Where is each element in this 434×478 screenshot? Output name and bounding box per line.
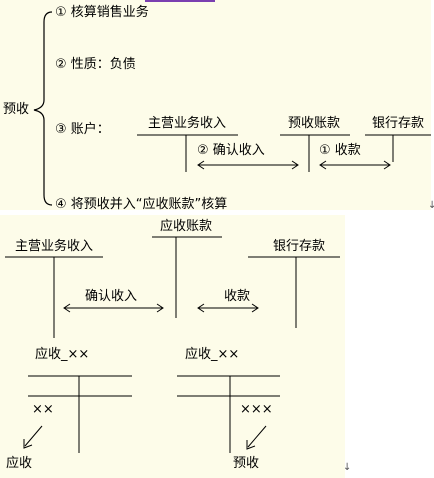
flow-collect: ① 收款	[319, 143, 361, 158]
item-1: ① 核算销售业务	[55, 5, 149, 20]
example-lines	[5, 236, 340, 453]
paragraph-mark: ↓	[428, 200, 434, 211]
result-advance: 预收	[233, 456, 260, 471]
item-2: ② 性质：负债	[55, 57, 136, 72]
sub-account-right-label: 应收_××	[185, 347, 240, 362]
entry-right: ×××	[240, 402, 273, 417]
sub-account-left-label: 应收_××	[35, 347, 90, 362]
flow-collect: 收款	[224, 289, 251, 304]
entry-left: ××	[32, 402, 54, 417]
example-panel: 主营业务收入 应收账款 银行存款 确认收入 收款 应收_×× 应收_×× ×× …	[0, 215, 345, 478]
result-receivable: 应收	[6, 456, 33, 471]
flow-recognize-revenue: 确认收入	[85, 289, 138, 304]
summary-panel: 预收 ① 核算销售业务 ② 性质：负债 ③ 账户： ④ 将预收并入“应收账款”核…	[0, 0, 431, 212]
paragraph-mark-bottom: ↓	[343, 462, 352, 473]
account-bank-deposit: 银行存款	[273, 239, 326, 254]
summary-lines	[33, 11, 431, 206]
brace	[33, 11, 53, 206]
item-3: ③ 账户：	[55, 122, 110, 137]
account-main-revenue: 主营业务收入	[148, 116, 227, 131]
arrow-to-receivable	[24, 425, 43, 447]
flow-recognize-revenue: ② 确认收入	[197, 143, 265, 158]
root-label: 预收	[3, 102, 30, 117]
item-4: ④ 将预收并入“应收账款”核算	[55, 197, 228, 212]
selection-highlight-line	[145, 0, 215, 2]
account-receivable: 应收账款	[160, 219, 213, 234]
account-main-revenue: 主营业务收入	[15, 239, 94, 254]
arrow-to-advance	[247, 425, 267, 448]
account-bank-deposit: 银行存款	[372, 116, 425, 131]
account-advance-receipts: 预收账款	[288, 116, 341, 131]
